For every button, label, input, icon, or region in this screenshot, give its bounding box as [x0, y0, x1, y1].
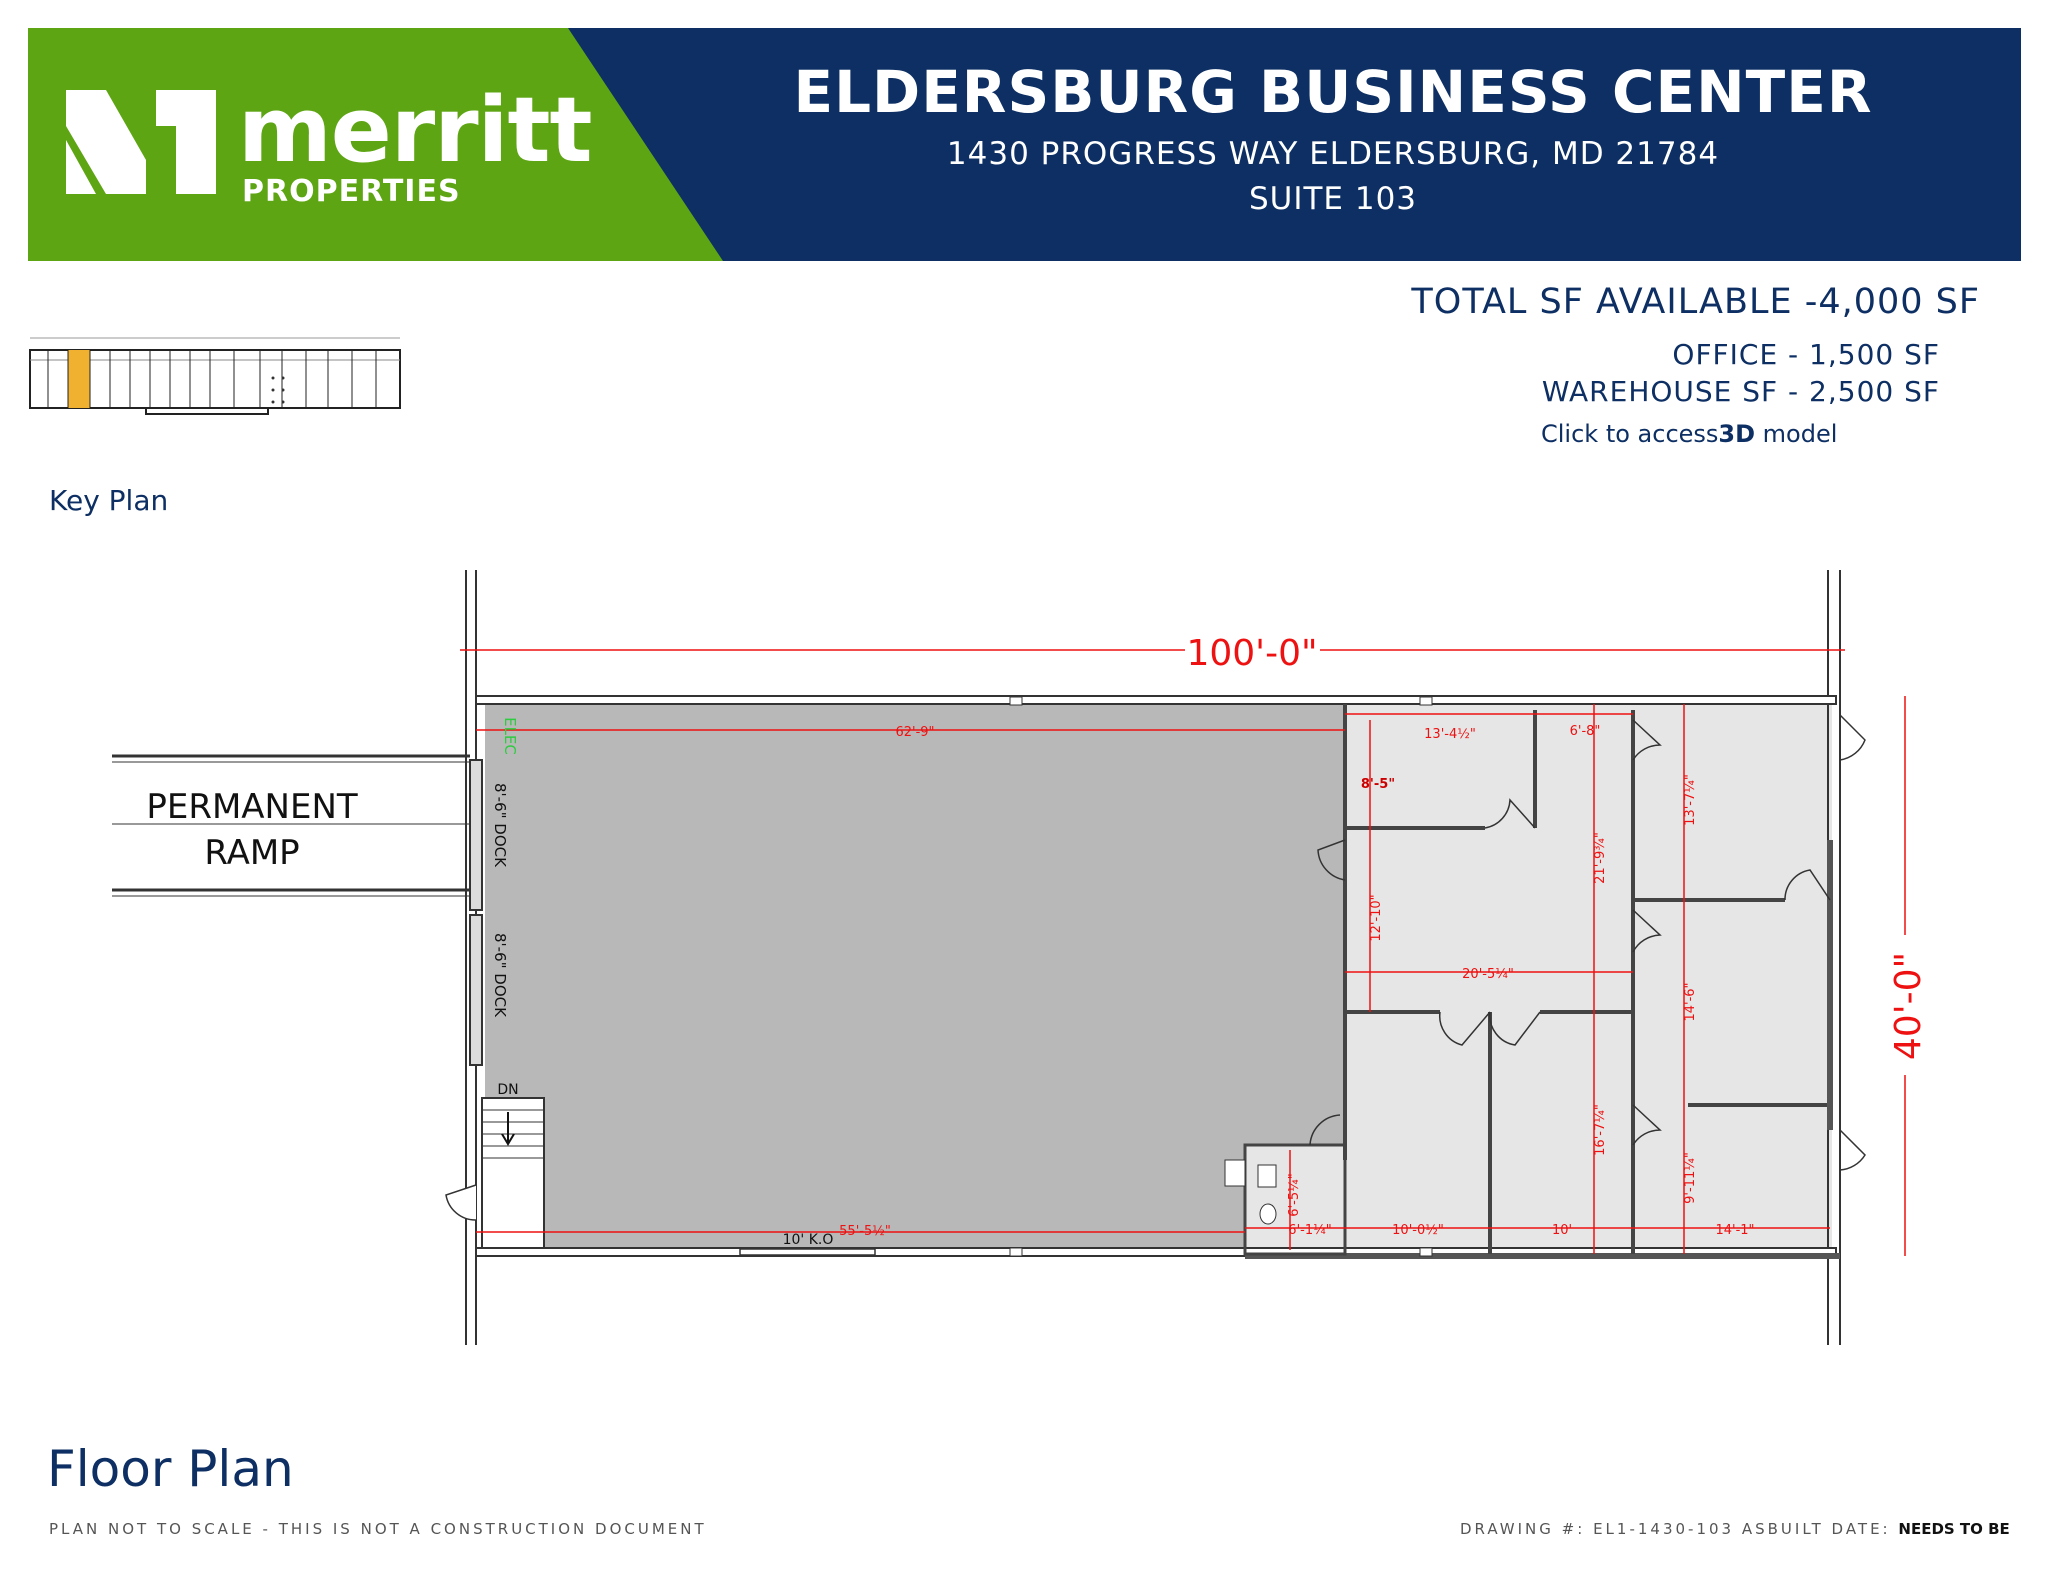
- dim-r3: 8'-5": [1361, 777, 1395, 792]
- merritt-logo-icon: [66, 90, 216, 194]
- dim-r9: 16'-7¼": [1593, 1104, 1608, 1156]
- total-sf: TOTAL SF AVAILABLE -4,000 SF: [1411, 282, 1980, 322]
- stair-label: DN: [497, 1082, 518, 1098]
- warehouse-sf: WAREHOUSE SF - 2,500 SF: [1541, 375, 1940, 408]
- overall-width-dim: 100'-0": [1186, 633, 1317, 674]
- key-plan-diagram: [29, 337, 401, 415]
- disclaimer: PLAN NOT TO SCALE - THIS IS NOT A CONSTR…: [49, 1520, 707, 1538]
- overall-depth-dim: 40'-0": [1888, 952, 1929, 1060]
- suite-number: SUITE 103: [1248, 181, 1418, 217]
- warehouse-area: [485, 704, 1345, 1254]
- link-prefix: Click to access: [1541, 420, 1719, 448]
- dock-label-1: 8'-6" DOCK: [491, 783, 509, 868]
- dim-r11: 6'-5¼": [1287, 1173, 1302, 1216]
- warehouse-top-dim: 62'-9": [895, 725, 934, 740]
- drawing-info: DRAWING #: EL1-1430-103 ASBUILT DATE: NE…: [1460, 1520, 2010, 1538]
- dim-r10: 9'-11¼": [1683, 1152, 1698, 1204]
- elec-label: ELEC: [501, 717, 519, 755]
- warehouse-bottom-dim: 55'-5½": [839, 1224, 891, 1239]
- dock-label-2: 8'-6" DOCK: [491, 933, 509, 1018]
- ramp-label-2: RAMP: [204, 833, 299, 873]
- link-bold: 3D: [1718, 420, 1756, 448]
- office-area: [1345, 704, 1832, 1254]
- office-sf: OFFICE - 1,500 SF: [1672, 338, 1940, 371]
- property-title: ELDERSBURG BUSINESS CENTER: [793, 58, 1873, 126]
- drawing-number: DRAWING #: EL1-1430-103 ASBUILT DATE:: [1460, 1520, 1899, 1538]
- key-plan-label: Key Plan: [49, 484, 169, 517]
- link-suffix: model: [1755, 420, 1838, 448]
- 3d-model-link[interactable]: Click to access3D model: [1541, 420, 1837, 448]
- dim-r6: 21'-9¾": [1593, 832, 1608, 884]
- dim-r14: 10': [1552, 1223, 1572, 1238]
- asbuilt-date: NEEDS TO BE: [1898, 1520, 2010, 1538]
- brand-subtitle: PROPERTIES: [242, 174, 461, 209]
- header-background: [28, 28, 2021, 261]
- brand-name: merritt: [238, 78, 592, 183]
- dim-r4: 12'-10": [1369, 894, 1384, 941]
- property-address: 1430 PROGRESS WAY ELDERSBURG, MD 21784: [946, 136, 1720, 172]
- dim-r13: 10'-0½": [1392, 1223, 1444, 1238]
- dim-r12: 6'-1¼": [1288, 1223, 1331, 1238]
- dim-r5: 20'-5¼": [1462, 967, 1514, 982]
- dim-r2: 6'-8": [1570, 724, 1601, 739]
- dim-r15: 14'-1": [1715, 1223, 1754, 1238]
- dim-r8: 14'-6": [1683, 982, 1698, 1021]
- dim-r7: 13'-7¼": [1683, 774, 1698, 826]
- dim-r1: 13'-4½": [1424, 727, 1476, 742]
- header-banner: merritt PROPERTIES ELDERSBURG BUSINESS C…: [28, 28, 2021, 261]
- floor-plan-diagram: 100'-0" 40'-0" 62'-9" 55'-5½" 13'-4½" 6'…: [112, 570, 1929, 1345]
- ko-label: 10' K.O: [783, 1232, 834, 1248]
- floor-plan-label: Floor Plan: [47, 1440, 294, 1498]
- ramp-label-1: PERMANENT: [146, 787, 358, 827]
